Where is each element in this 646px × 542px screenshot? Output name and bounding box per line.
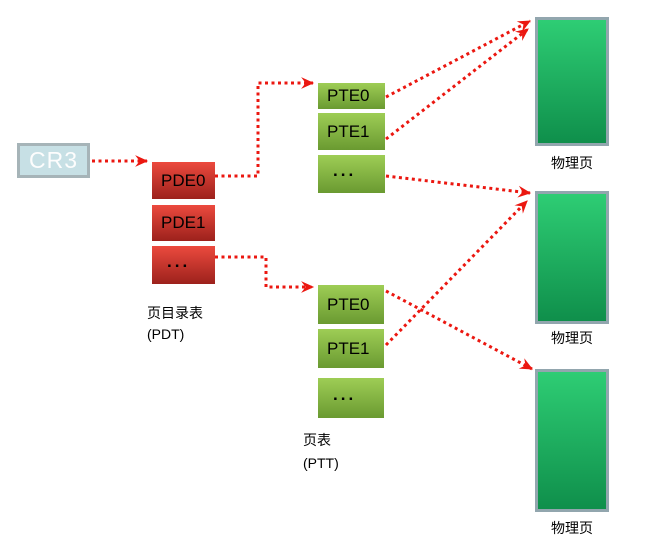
- edge-pde0-to-top-pte0: [215, 77, 315, 178]
- ptt-top-row-pte0-label: PTE0: [327, 86, 370, 105]
- ptt-top-row-ellipsis: ...: [318, 155, 385, 193]
- pdt-row-pde1-label: PDE1: [161, 213, 206, 232]
- pdt-caption: 页目录表 (PDT): [147, 305, 203, 342]
- ptt-bottom-row-ellipsis: ...: [318, 378, 384, 418]
- physical-page-1-label: 物理页: [551, 155, 593, 171]
- ptt-caption: 页表 (PTT): [303, 432, 339, 471]
- edge-top-pte1-to-page1: [385, 27, 529, 141]
- cr3-label: CR3: [28, 147, 78, 173]
- pdt-row-ellipsis-label: ...: [167, 252, 191, 271]
- ptt-bottom-row-ellipsis-label: ...: [333, 385, 357, 404]
- physical-page-2: [535, 191, 609, 324]
- physical-page-1: [535, 17, 609, 146]
- ptt-top-row-pte1: PTE1: [318, 113, 385, 150]
- ptt-bottom-row-pte1: PTE1: [318, 329, 384, 368]
- edge-pde-ellipsis-to-bottom-pte0: [215, 255, 315, 293]
- pdt-row-pde0-label: PDE0: [161, 170, 206, 190]
- pdt-row-pde0: PDE0: [152, 162, 215, 199]
- ptt-bottom-row-pte0: PTE0: [318, 285, 384, 324]
- edge-top-ellipsis-to-page2: [385, 174, 532, 198]
- cr3-register: CR3: [17, 143, 90, 178]
- ptt-top-row-ellipsis-label: ...: [333, 161, 357, 180]
- pdt-row-pde1: PDE1: [152, 205, 215, 241]
- ptt-bottom-row-pte1-label: PTE1: [327, 338, 370, 358]
- physical-page-3: [535, 369, 609, 512]
- pdt-row-ellipsis: ...: [152, 246, 215, 284]
- physical-page-2-label: 物理页: [551, 330, 593, 346]
- ptt-bottom-row-pte0-label: PTE0: [327, 294, 370, 314]
- edge-bottom-pte0-to-page3: [385, 289, 533, 371]
- physical-page-3-label: 物理页: [551, 520, 593, 536]
- edge-bottom-pte1-to-page2: [384, 199, 529, 347]
- ptt-top-row-pte1-label: PTE1: [327, 121, 370, 141]
- ptt-top-row-pte0: PTE0: [318, 83, 385, 109]
- edge-top-pte0-to-page1: [385, 19, 531, 99]
